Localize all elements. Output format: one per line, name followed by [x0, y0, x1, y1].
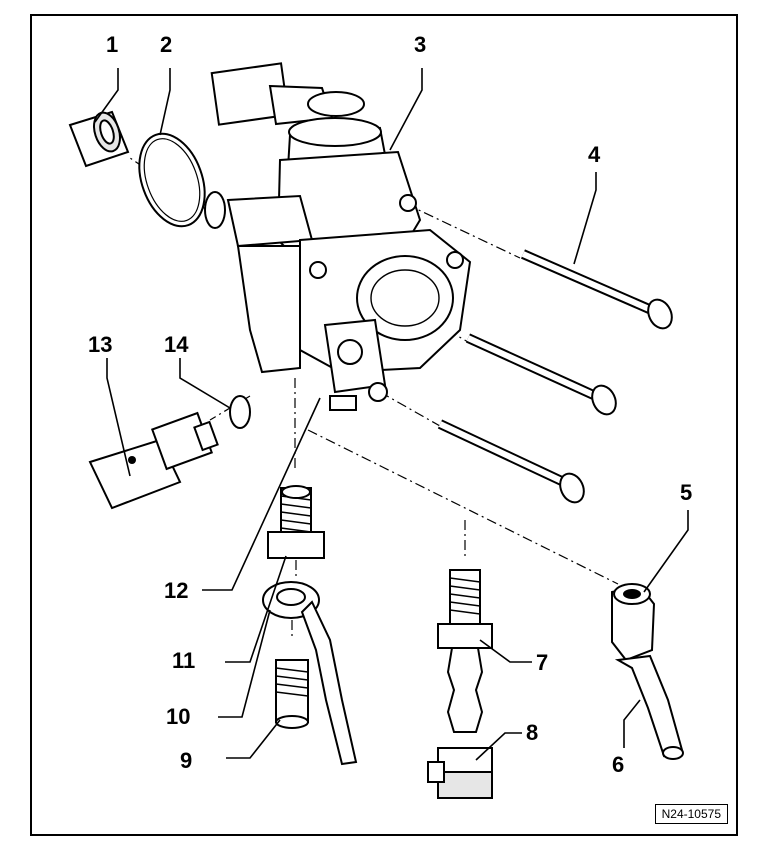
part-13-pressure-sensor — [88, 411, 219, 510]
part-7-hose-nipple — [437, 569, 493, 733]
part-2-o-ring — [138, 132, 206, 228]
callout-9: 9 — [180, 748, 192, 773]
part-6-fuel-pipe — [614, 654, 684, 760]
callout-13: 13 — [88, 332, 112, 357]
part-3-pump-body — [204, 62, 472, 411]
leader-lines — [94, 68, 689, 761]
callout-4: 4 — [588, 142, 601, 167]
part-5-union-nut — [611, 583, 656, 662]
callout-labels: 1 2 3 4 5 6 7 8 9 10 11 12 13 14 — [88, 32, 692, 777]
callout-12: 12 — [164, 578, 188, 603]
callout-3: 3 — [414, 32, 426, 57]
part-14-seal-ring — [229, 395, 251, 429]
callout-5: 5 — [680, 480, 692, 505]
callout-6: 6 — [612, 752, 624, 777]
callout-11: 11 — [172, 648, 195, 673]
reference-code: N24-10575 — [654, 804, 728, 824]
callout-14: 14 — [164, 332, 189, 357]
part-8-hose-clamp — [427, 747, 493, 799]
part-9-banjo-bolt — [275, 659, 309, 729]
callout-2: 2 — [160, 32, 172, 57]
part-4-bolts — [437, 249, 673, 504]
callout-1: 1 — [106, 32, 118, 57]
part-12-union — [267, 485, 325, 559]
part-10-banjo-fitting — [262, 581, 358, 766]
callout-7: 7 — [536, 650, 548, 675]
callout-10: 10 — [166, 704, 190, 729]
part-1-sleeve — [68, 110, 130, 168]
callout-8: 8 — [526, 720, 538, 745]
